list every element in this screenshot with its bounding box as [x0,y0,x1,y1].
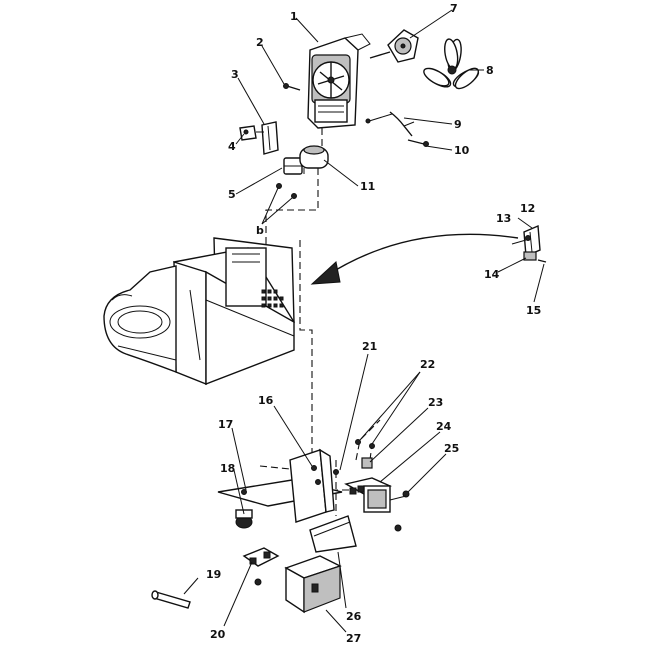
part-cover-26 [309,515,357,553]
part-bracket-20 [242,547,280,586]
callout-20: 20 [210,628,226,641]
part-screws-6 [276,183,297,199]
part-switch-14 [523,251,537,261]
part-fan-motor-7 [369,29,419,63]
part-screws-22 [355,439,375,449]
assembly-arrow [310,233,519,285]
part-fan-bracket [307,33,371,129]
callout-labels: 1 2 3 4 5 b 7 8 9 10 11 12 13 14 15 16 1… [206,2,541,645]
part-thermal-cutout-9 [365,111,415,137]
part-diode-21 [333,469,339,475]
part-fan-blade-8 [423,38,480,90]
callout-6: b [256,224,264,237]
callout-7: 7 [450,2,458,15]
callout-10: 10 [454,144,470,157]
callout-2: 2 [256,36,264,49]
callout-25: 25 [444,442,459,455]
callout-26: 26 [346,610,362,623]
part-interlock-switch-12 [523,224,541,258]
part-capacitor-11 [299,145,329,174]
leader-lines [183,9,545,633]
part-screw-15 [537,259,547,263]
callout-23: 23 [428,396,443,409]
part-screw-2 [283,83,301,91]
callout-11: 11 [360,180,375,193]
callout-4: 4 [228,140,236,153]
part-lever-13 [525,235,531,241]
callout-13: 13 [496,212,511,225]
callout-21: 21 [362,340,377,353]
part-fuse-19 [151,590,191,609]
callout-5: 5 [228,188,236,201]
part-transformer-27 [284,555,342,614]
callout-17: 17 [218,418,233,431]
callout-8: 8 [486,64,494,77]
callout-1: 1 [290,10,298,23]
part-screw-10 [407,139,429,147]
callout-15: 15 [526,304,541,317]
callout-3: 3 [231,68,239,81]
callout-12: 12 [520,202,535,215]
callout-22: 22 [420,358,435,371]
part-bracket-16 [289,448,335,523]
callout-27: 27 [346,632,361,645]
callout-9: 9 [454,118,462,131]
callout-14: 14 [484,268,500,281]
callout-16: 16 [258,394,274,407]
callout-18: 18 [220,462,235,475]
callout-24: 24 [436,420,452,433]
callout-19: 19 [206,568,221,581]
part-switch-4 [239,125,264,141]
part-bracket-3 [261,121,279,155]
part-fuse-holder-5 [283,157,303,175]
part-hv-capacitor-25 [363,485,410,532]
part-terminal-23 [361,457,373,469]
part-oven-cavity [103,237,295,386]
vent-holes [261,289,284,308]
